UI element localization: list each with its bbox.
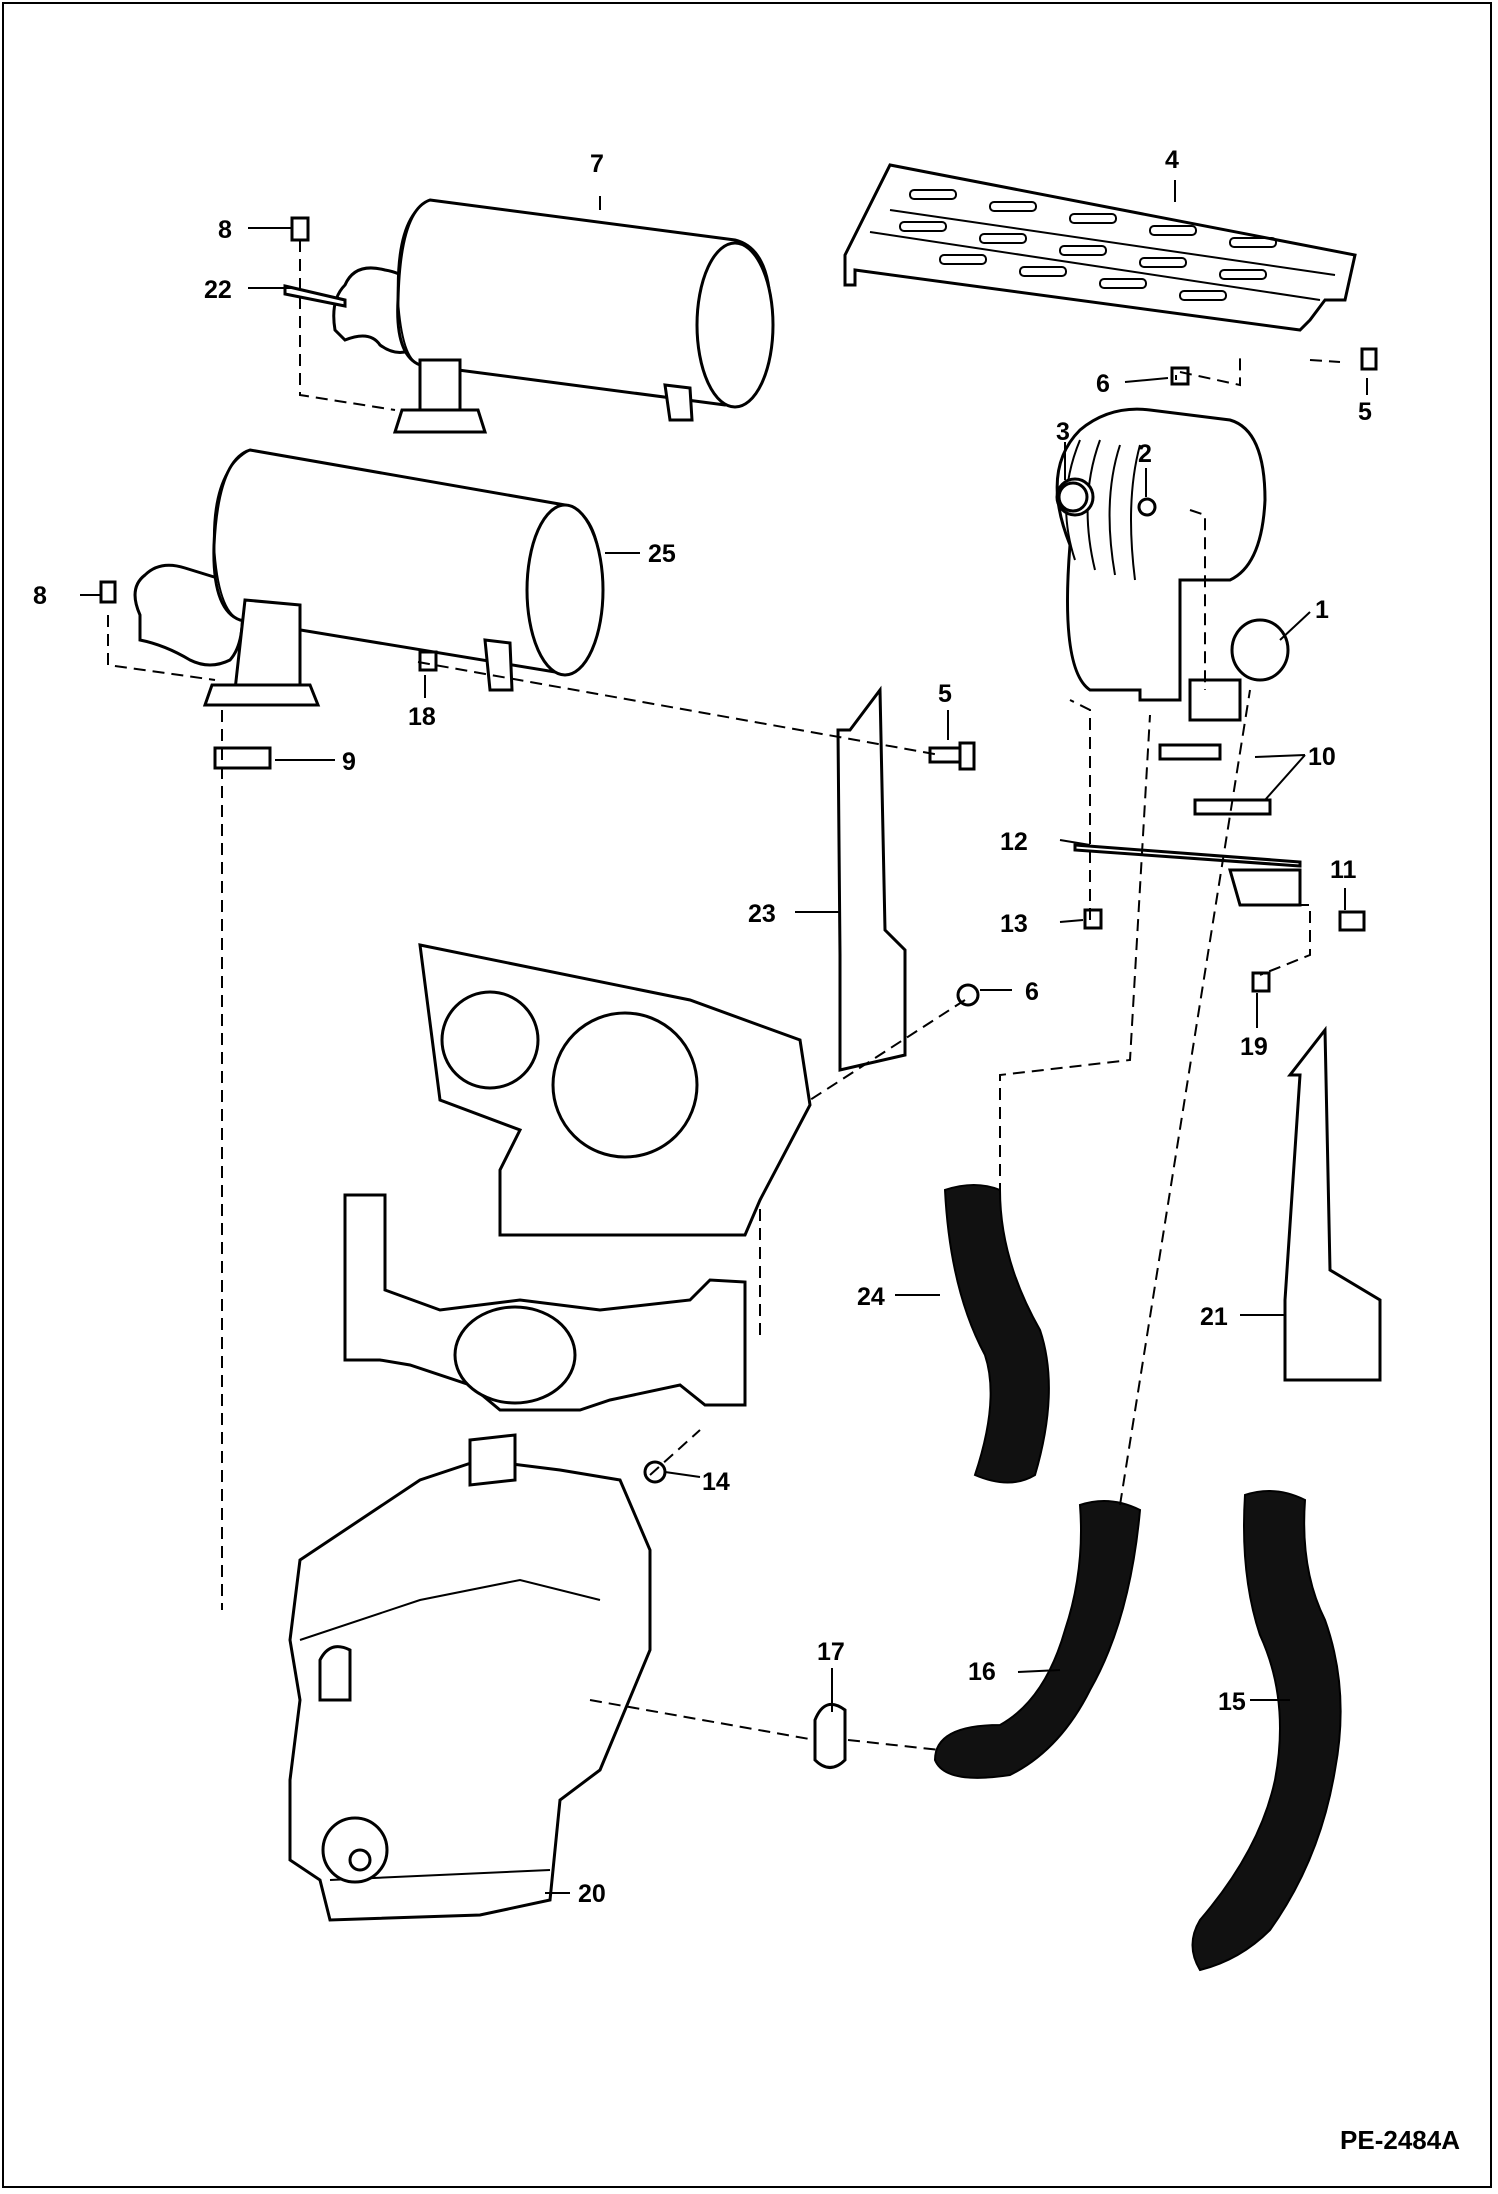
hose-16 — [933, 1500, 1142, 1779]
engine-bracket — [343, 1193, 747, 1412]
callout-5b: 5 — [938, 680, 952, 708]
callout-labels: 1 2 3 4 5 5 6 6 7 8 8 9 10 11 12 13 14 1… — [33, 146, 1372, 1908]
assembly-lines — [107, 240, 1341, 1751]
callout-22: 22 — [204, 276, 232, 304]
callout-6b: 6 — [1025, 978, 1039, 1006]
callout-1: 1 — [1315, 596, 1329, 624]
hose-24 — [943, 1184, 1050, 1484]
bracket-23 — [836, 685, 907, 1072]
callout-11: 11 — [1330, 856, 1357, 884]
callout-12: 12 — [1000, 828, 1028, 856]
mounting-plate — [418, 943, 812, 1237]
callout-3: 3 — [1056, 418, 1070, 446]
callout-5a: 5 — [1358, 398, 1372, 426]
callout-10: 10 — [1308, 743, 1336, 771]
callout-4: 4 — [1165, 146, 1179, 174]
bracket-21 — [1283, 1025, 1382, 1382]
hose-15 — [1191, 1490, 1342, 1972]
muffler-lower — [133, 448, 605, 707]
callout-21: 21 — [1200, 1303, 1228, 1331]
callout-25: 25 — [648, 540, 676, 568]
callout-7: 7 — [590, 150, 604, 178]
callout-14: 14 — [702, 1468, 730, 1496]
engine — [288, 1433, 652, 1922]
callout-9: 9 — [342, 748, 356, 776]
diagram-reference-code: PE-2484A — [1340, 2125, 1460, 2155]
callout-2: 2 — [1138, 440, 1152, 468]
callout-17: 17 — [817, 1638, 845, 1666]
air-cleaner — [1055, 407, 1290, 722]
leader-lines — [80, 180, 1368, 1894]
heat-shield — [843, 163, 1357, 332]
callout-16: 16 — [968, 1658, 996, 1686]
callout-19: 19 — [1240, 1033, 1268, 1061]
callout-15: 15 — [1218, 1688, 1246, 1716]
callout-8a: 8 — [218, 216, 232, 244]
callout-13: 13 — [1000, 910, 1028, 938]
callout-18: 18 — [408, 703, 436, 731]
muffler-upper — [332, 198, 775, 434]
callout-20: 20 — [578, 1880, 606, 1908]
callout-23: 23 — [748, 900, 776, 928]
callout-24: 24 — [857, 1283, 885, 1311]
callout-6a: 6 — [1096, 370, 1110, 398]
callout-8b: 8 — [33, 582, 47, 610]
